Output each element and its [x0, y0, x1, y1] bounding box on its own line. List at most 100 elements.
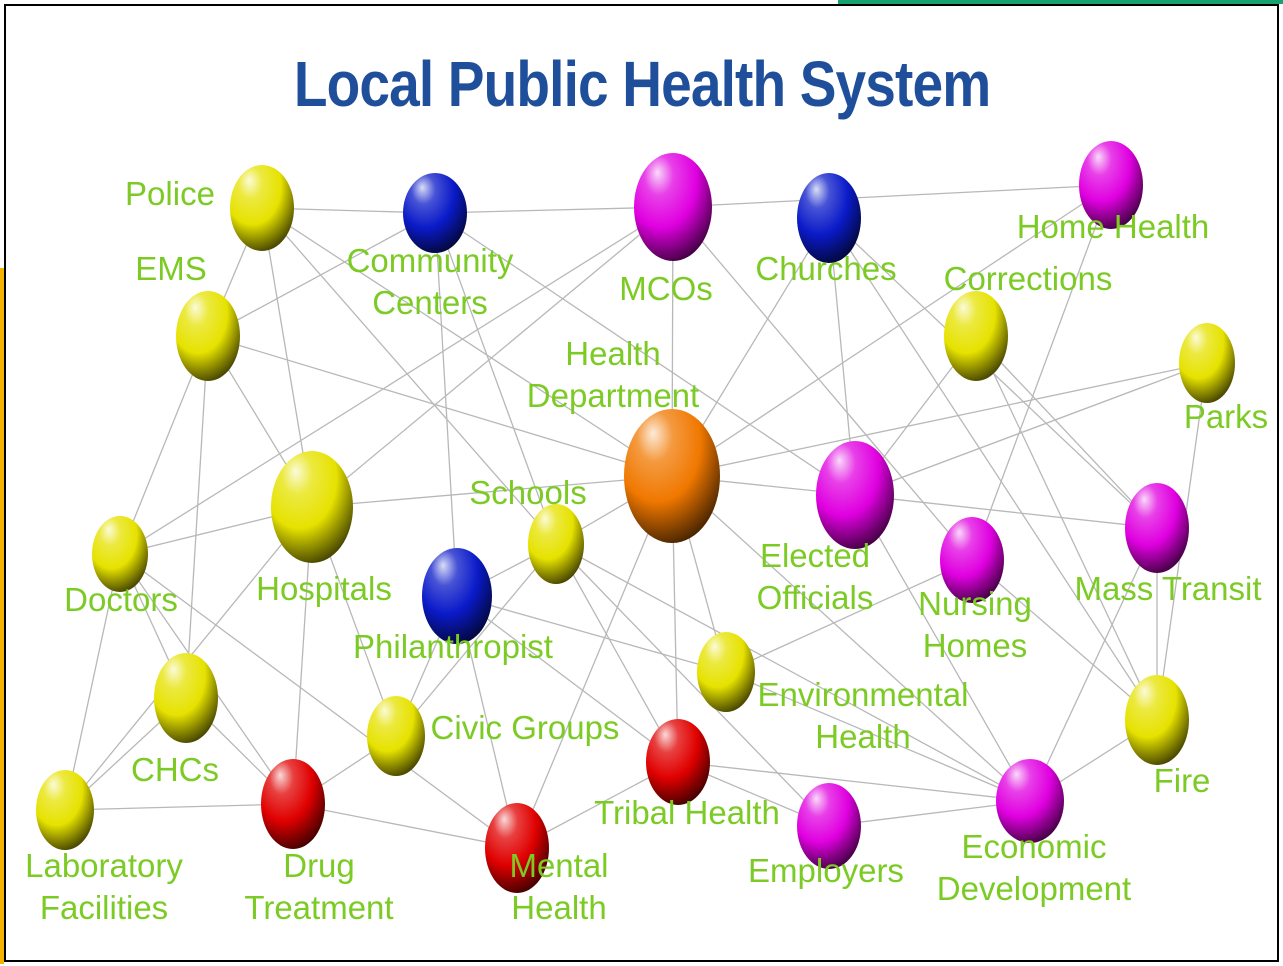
edge-community-centers-elected-officials: [434, 212, 856, 496]
parks-sphere-icon: [1179, 323, 1235, 403]
corrections-sphere-icon: [944, 291, 1008, 381]
edge-laboratory-facilities-drug-treatment: [64, 803, 294, 811]
node-label-line: Homes: [923, 627, 1028, 664]
edge-ems-chcs: [185, 335, 209, 699]
edge-nursing-homes-environmental-health: [725, 559, 973, 673]
edge-community-centers-schools: [434, 212, 557, 545]
node-label-parks: Parks: [1184, 398, 1268, 435]
edge-corrections-fire: [975, 335, 1158, 721]
edge-home-health-health-department: [671, 184, 1112, 477]
node-label-doctors: Doctors: [64, 581, 178, 618]
node-label-hospitals: Hospitals: [256, 570, 392, 607]
drug-treatment-sphere-icon: [261, 759, 325, 849]
edge-community-centers-philanthropist: [434, 212, 458, 597]
edge-mcos-hospitals: [311, 206, 674, 508]
edge-schools-employers: [555, 543, 830, 827]
node-label-line: Economic: [962, 828, 1107, 865]
ems-sphere-icon: [176, 291, 240, 381]
node-label-line: Elected: [760, 537, 870, 574]
edge-doctors-laboratory-facilities: [64, 553, 121, 811]
edge-home-health-nursing-homes: [971, 184, 1112, 561]
edge-mcos-nursing-homes: [672, 206, 973, 561]
laboratory-facilities-sphere-icon: [36, 770, 94, 850]
accent-bar: [838, 0, 1283, 4]
edge-corrections-mass-transit: [975, 335, 1158, 529]
elected-officials-sphere-icon: [816, 441, 894, 549]
fire-sphere-icon: [1125, 675, 1189, 765]
health-department-sphere-icon: [624, 409, 720, 543]
edge-churches-fire: [828, 217, 1158, 721]
edge-drug-treatment-mental-health: [292, 803, 518, 849]
economic-development-sphere-icon: [996, 759, 1064, 843]
node-label-line: Centers: [372, 284, 488, 321]
node-label-line: Corrections: [944, 260, 1113, 297]
node-label-line: Health: [815, 718, 910, 755]
node-label-home-health: Home Health: [1017, 208, 1210, 245]
edge-schools-economic-development: [555, 543, 1031, 802]
node-label-philanthropist: Philanthropist: [353, 628, 553, 665]
node-label-line: Mass Transit: [1074, 570, 1261, 607]
hospitals-sphere-icon: [271, 451, 353, 563]
node-label-line: Health: [565, 335, 660, 372]
node-label-line: Home Health: [1017, 208, 1210, 245]
node-label-line: Employers: [748, 852, 904, 889]
node-label-ems: EMS: [135, 250, 207, 287]
node-label-fire: Fire: [1154, 762, 1211, 799]
node-label-line: Police: [125, 175, 215, 212]
churches-sphere-icon: [797, 173, 861, 263]
node-label-chcs: CHCs: [131, 751, 219, 788]
edge-philanthropist-tribal-health: [456, 595, 679, 763]
mental-health-sphere-icon: [485, 803, 549, 893]
node-label-line: Parks: [1184, 398, 1268, 435]
node-label-churches: Churches: [755, 250, 896, 287]
node-label-mass-transit: Mass Transit: [1074, 570, 1261, 607]
node-label-line: Department: [527, 377, 699, 414]
schools-sphere-icon: [528, 504, 584, 584]
edge-schools-tribal-health: [555, 543, 679, 763]
node-label-line: Environmental: [758, 676, 969, 713]
nursing-homes-sphere-icon: [940, 517, 1004, 603]
edge-community-centers-mcos: [434, 206, 674, 214]
node-label-line: Churches: [755, 250, 896, 287]
edge-elected-officials-economic-development: [854, 494, 1031, 802]
edge-mcos-doctors: [119, 206, 674, 555]
node-label-corrections: Corrections: [944, 260, 1113, 297]
node-label-line: CHCs: [131, 751, 219, 788]
edge-health-department-mental-health: [516, 475, 673, 849]
node-label-line: Officials: [757, 579, 874, 616]
node-label-line: Civic Groups: [431, 709, 620, 746]
edge-nursing-homes-fire: [971, 559, 1158, 721]
employers-sphere-icon: [797, 783, 861, 869]
node-label-mcos: MCOs: [619, 270, 713, 307]
edge-schools-civic-groups: [395, 543, 557, 737]
node-label-line: Mental: [509, 847, 608, 884]
node-label-line: Hospitals: [256, 570, 392, 607]
mass-transit-sphere-icon: [1125, 483, 1189, 573]
doctors-sphere-icon: [92, 516, 148, 592]
nodes-layer: [36, 141, 1235, 893]
community-centers-sphere-icon: [403, 173, 467, 253]
node-label-line: Treatment: [244, 889, 393, 926]
edge-parks-health-department: [671, 362, 1208, 477]
node-label-employers: Employers: [748, 852, 904, 889]
node-label-line: Schools: [469, 474, 586, 511]
node-label-line: Philanthropist: [353, 628, 553, 665]
node-label-line: Development: [937, 870, 1131, 907]
edge-doctors-mental-health: [119, 553, 518, 849]
left-accent-bar: [0, 268, 4, 964]
node-label-civic-groups: Civic Groups: [431, 709, 620, 746]
edge-elected-officials-mass-transit: [854, 494, 1158, 529]
node-label-line: Fire: [1154, 762, 1211, 799]
node-label-line: Tribal Health: [594, 794, 780, 831]
node-label-line: Drug: [283, 847, 355, 884]
edge-ems-health-department: [207, 335, 673, 477]
